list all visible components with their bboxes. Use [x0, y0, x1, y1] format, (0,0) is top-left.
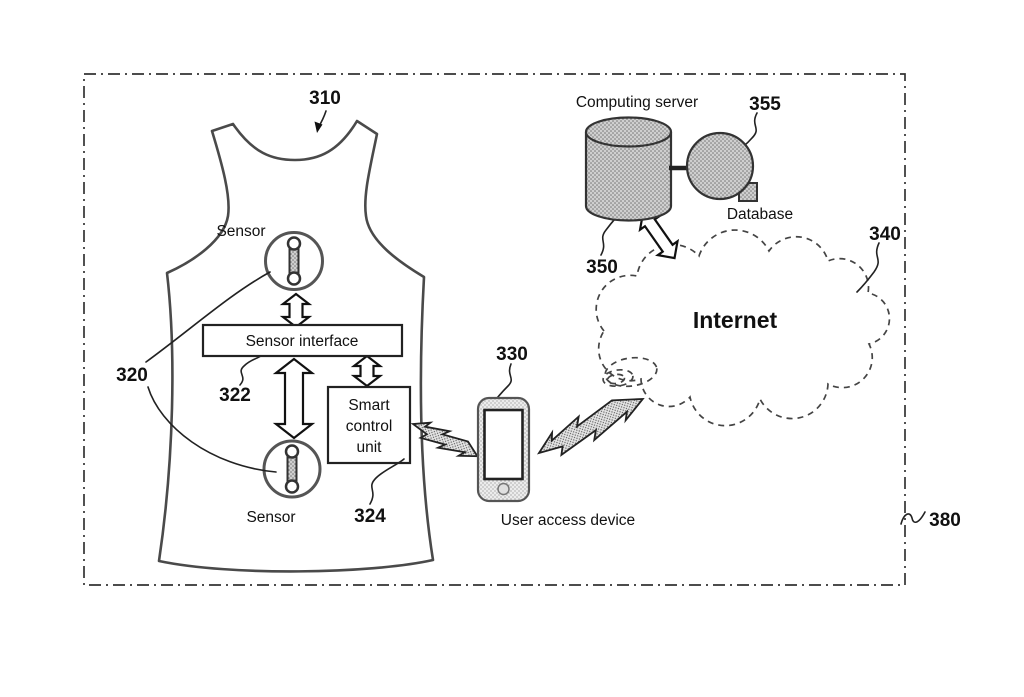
wireless-link-icon: [410, 421, 480, 458]
internet-cloud-icon: [595, 229, 891, 427]
leader-line-324: [369, 458, 405, 505]
ref-350: 350: [586, 257, 618, 278]
leader-line-340: [856, 242, 880, 293]
computing-server-label: Computing server: [576, 94, 698, 111]
sensor-icon: [262, 439, 322, 499]
ref-340: 340: [869, 224, 901, 245]
sensor-interface-box: [201, 323, 404, 358]
smartphone-home-button: [497, 482, 510, 496]
ref-322: 322: [219, 385, 251, 406]
cloud-tail-puff: [604, 356, 658, 388]
ref-320: 320: [116, 365, 148, 386]
sensor-icon: [264, 231, 324, 291]
internet-label: Internet: [693, 307, 778, 333]
sensor-top-label: Sensor: [216, 223, 265, 240]
user-access-device-label: User access device: [501, 512, 635, 529]
smart-control-unit-label-line2: control: [346, 418, 393, 435]
ref-324: 324: [354, 506, 386, 527]
cloud-tail-puff: [602, 368, 634, 388]
arrowhead-310: [314, 121, 323, 133]
ref-355: 355: [749, 94, 781, 115]
database-label: Database: [727, 206, 793, 223]
leader-line-380: [900, 511, 926, 525]
double-arrow-icon: [638, 211, 680, 260]
figure-border: [83, 73, 906, 586]
leader-line-320-top: [145, 271, 271, 363]
cloud-tail-puff: [606, 373, 626, 385]
sensor-bottom-label: Sensor: [246, 509, 295, 526]
smart-control-unit-label-line3: unit: [357, 439, 383, 456]
smartphone-icon: [476, 396, 531, 503]
wireless-link-icon: [536, 397, 645, 457]
smart-control-unit-box: [326, 385, 412, 465]
ref-380: 380: [929, 510, 961, 531]
double-arrow-icon: [272, 357, 316, 440]
smart-control-unit-label-line1: Smart: [348, 397, 390, 414]
ref-330: 330: [496, 344, 528, 365]
smartphone-screen: [483, 408, 524, 481]
leader-line-322: [239, 355, 262, 386]
server-cylinder-icon: [584, 116, 673, 222]
leader-line-320-bottom: [147, 386, 277, 473]
database-icon: [685, 131, 758, 202]
ref-310: 310: [309, 88, 341, 109]
sensor-interface-label: Sensor interface: [246, 333, 359, 350]
